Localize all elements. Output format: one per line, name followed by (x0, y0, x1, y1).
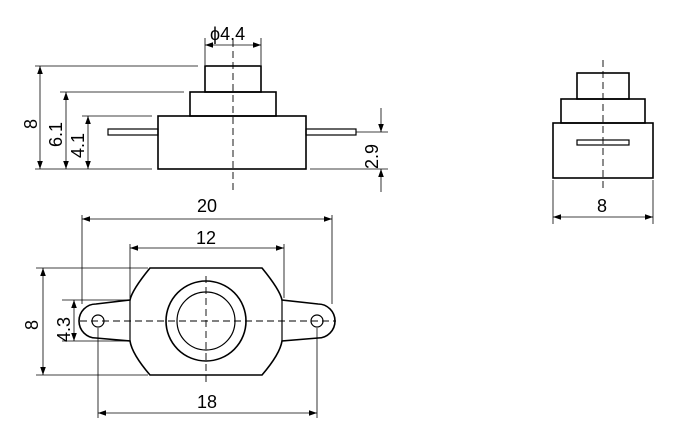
right-pin (305, 128, 357, 136)
front-view: ϕ4.4 8 6.1 4.1 2.9 (21, 24, 388, 192)
side-body (552, 122, 654, 179)
dia-label: ϕ4.4 (210, 24, 245, 44)
dim-43-label: 4.3 (54, 317, 74, 342)
side-view: 8 (552, 60, 654, 224)
plan-outline (78, 267, 336, 376)
side-dim-label: 8 (597, 196, 607, 216)
dim-8b-label: 8 (22, 320, 42, 330)
dim-29-label: 2.9 (362, 144, 382, 169)
dim-61-label: 6.1 (46, 122, 66, 147)
dim-12-label: 12 (196, 228, 216, 248)
main-body (157, 115, 307, 170)
dim-8-label: 8 (21, 119, 41, 129)
dim-18-label: 18 (197, 392, 217, 412)
dim-20-label: 20 (197, 196, 217, 216)
dim-41-label: 4.1 (68, 133, 88, 158)
left-pin (107, 128, 159, 136)
plan-view: 20 12 8 4.3 18 (22, 196, 336, 418)
